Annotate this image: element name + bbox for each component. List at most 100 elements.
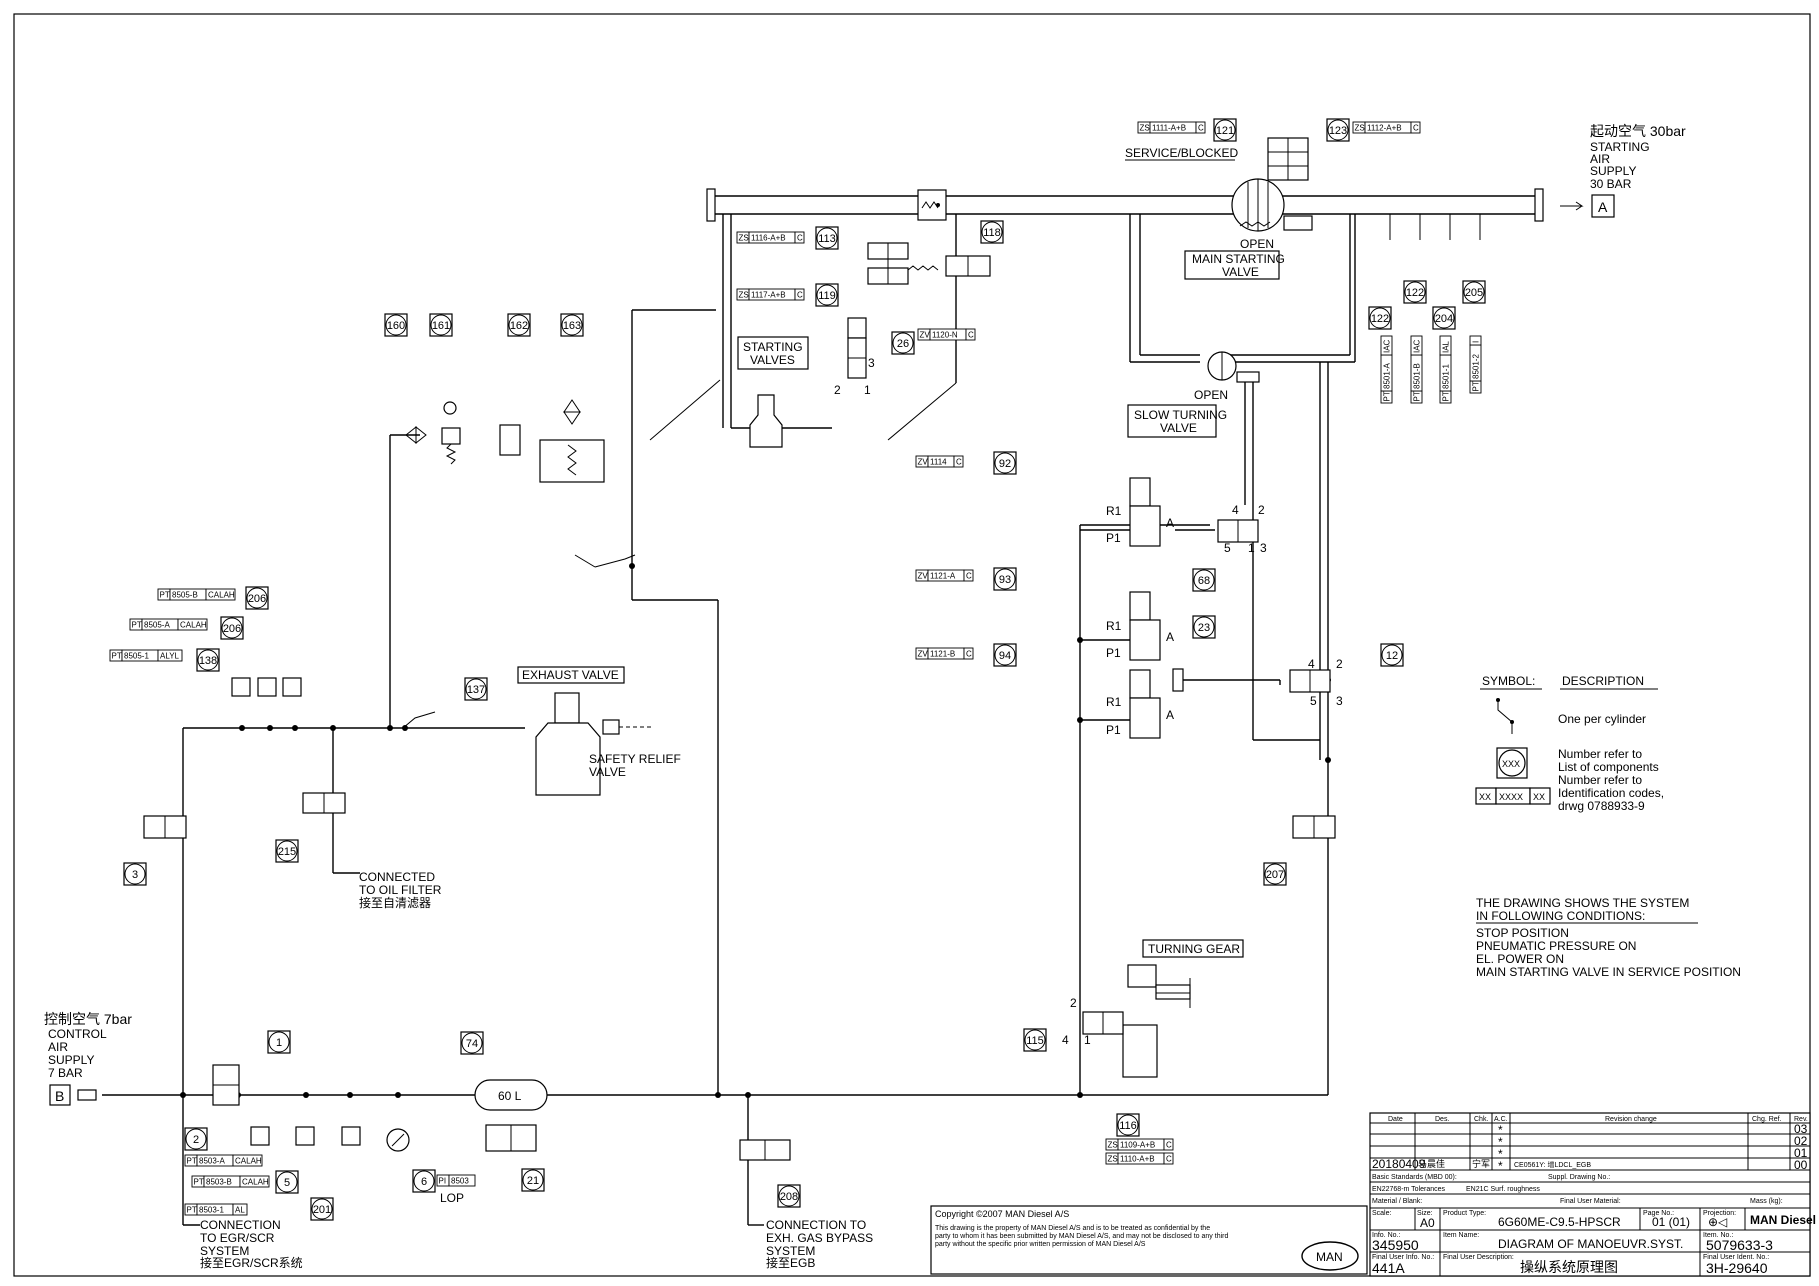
id-tag-suffix: ALYL	[160, 652, 180, 661]
id-tag-number: 1121-B	[930, 650, 955, 659]
rev-mark-1: *	[1498, 1123, 1503, 1137]
id-tag-number: 1111-A+B	[1152, 124, 1186, 133]
material-lbl: Material / Blank:	[1372, 1198, 1422, 1205]
start-air-conn: A	[1598, 199, 1608, 215]
id-tag-prefix: ZS	[1355, 124, 1365, 133]
component-node-label: 119	[818, 290, 836, 302]
component-node-label: 138	[199, 655, 217, 667]
starting-valves-label-2: VALVES	[750, 353, 795, 367]
rev-designer: 马晨佳	[1418, 1158, 1445, 1169]
id-tag-number: 8505-1	[124, 652, 149, 661]
drawing-border	[13, 13, 1811, 1277]
id-tag-suffix: C	[797, 234, 803, 243]
tolerance: EN22768-m Tolerances	[1372, 1186, 1446, 1193]
main-starting-valve-label-1: MAIN STARTING	[1192, 252, 1285, 266]
rev-head-chk: Chk.	[1474, 1116, 1488, 1123]
oil-filter-label-3: 接至自清滤器	[359, 895, 431, 910]
id-tag-number: 8505-A	[144, 621, 170, 630]
piping	[102, 188, 1544, 1226]
man-logo-text: MAN	[1316, 1250, 1343, 1264]
copyright-block: Copyright ©2007 MAN Diesel A/S This draw…	[930, 1205, 1368, 1275]
conditions-header-1: THE DRAWING SHOWS THE SYSTEM	[1476, 896, 1689, 910]
rev-mark-4: *	[1498, 1159, 1503, 1173]
final-info-lbl: Final User Info. No.:	[1372, 1254, 1434, 1261]
start-air-line-3: SUPPLY	[1590, 164, 1636, 178]
id-tag-suffix: CALAH	[242, 1178, 269, 1187]
open-label-main: OPEN	[1240, 237, 1274, 251]
component-node-206: 206	[245, 586, 269, 610]
egb-label-3: SYSTEM	[766, 1244, 815, 1258]
rev-date: 20180409	[1372, 1157, 1426, 1171]
component-node-label: 208	[780, 1191, 798, 1203]
condition-2: PNEUMATIC PRESSURE ON	[1476, 939, 1636, 953]
control-air-conn: B	[55, 1088, 64, 1104]
rev-head-des: Des.	[1435, 1116, 1449, 1123]
id-tag-suffix: IAC	[1383, 339, 1392, 353]
port-a-a: A	[1166, 516, 1174, 530]
safety-relief-label-1: SAFETY RELIEF	[589, 752, 681, 766]
port-4-68: 4	[1232, 503, 1239, 517]
component-node-113: 113	[815, 226, 839, 250]
rev-ce-ref: CE0561Y: 增LDCL_EGB	[1514, 1160, 1591, 1169]
lop-label: LOP	[440, 1191, 464, 1205]
component-node-94: 94	[993, 643, 1017, 667]
id-tag-suffix: AL	[235, 1206, 245, 1215]
id-tag-number: 1109-A+B	[1120, 1141, 1155, 1150]
component-node-label: 1	[276, 1037, 282, 1049]
port-3-12: 3	[1336, 694, 1343, 708]
turning-gear-label: TURNING GEAR	[1148, 942, 1240, 956]
legend-node-sample: XXX	[1502, 759, 1520, 769]
rev-head-rev: Rev.	[1794, 1116, 1808, 1123]
component-node-137: 137	[464, 677, 488, 701]
exhaust-valve-label: EXHAUST VALVE	[522, 668, 619, 682]
id-tag-prefix: ZS	[1140, 124, 1150, 133]
id-tag-prefix: PT	[1442, 391, 1451, 401]
component-node-201: 201	[310, 1197, 334, 1221]
control-air-line-2: AIR	[48, 1040, 68, 1054]
component-node-label: 163	[563, 320, 581, 332]
start-air-line-4: 30 BAR	[1590, 177, 1632, 191]
id-tag-prefix: ZV	[918, 650, 929, 659]
id-tag-number: 8503	[451, 1177, 469, 1186]
id-tag-number: 1112-A+B	[1367, 124, 1402, 133]
component-node-label: 118	[983, 227, 1001, 239]
slow-turning-valve-label-1: SLOW TURNING	[1134, 408, 1227, 422]
port-a-c: A	[1166, 708, 1174, 722]
id-tag-number: 1121-A	[930, 572, 956, 581]
egb-label-4: 接至EGB	[766, 1255, 815, 1270]
port-1-68: 1	[1248, 541, 1255, 555]
id-tag-prefix: ZV	[918, 458, 929, 467]
rev-02: 02	[1794, 1134, 1808, 1148]
component-node-label: 201	[313, 1204, 331, 1216]
start-air-line-1: STARTING	[1590, 140, 1650, 154]
final-ident: 3H-29640	[1706, 1260, 1768, 1276]
legend-text-4: Identification codes,	[1558, 786, 1664, 800]
component-node-label: 93	[999, 574, 1011, 586]
port-r1-c: R1	[1106, 695, 1122, 709]
component-node-207: 207	[1263, 862, 1287, 886]
id-tag-suffix: I	[1472, 341, 1481, 343]
id-tag-prefix: ZS	[1108, 1155, 1118, 1164]
legend-description: DESCRIPTION	[1562, 674, 1644, 688]
component-node-label: 68	[1198, 575, 1210, 587]
id-tag-prefix: PT	[132, 621, 142, 630]
egr-label-2: TO EGR/SCR	[200, 1231, 275, 1245]
id-tag-prefix: PT	[160, 591, 170, 600]
port-3-26: 3	[868, 356, 875, 370]
id-tag-number: 8505-B	[172, 591, 198, 600]
brand-name: MAN Diesel	[1750, 1213, 1816, 1227]
id-tag-number: 8501-2	[1472, 354, 1481, 379]
safety-relief-label-2: VALVE	[589, 765, 626, 779]
port-p1-c: P1	[1106, 723, 1121, 737]
legend-tag-n: XXXX	[1499, 792, 1523, 802]
